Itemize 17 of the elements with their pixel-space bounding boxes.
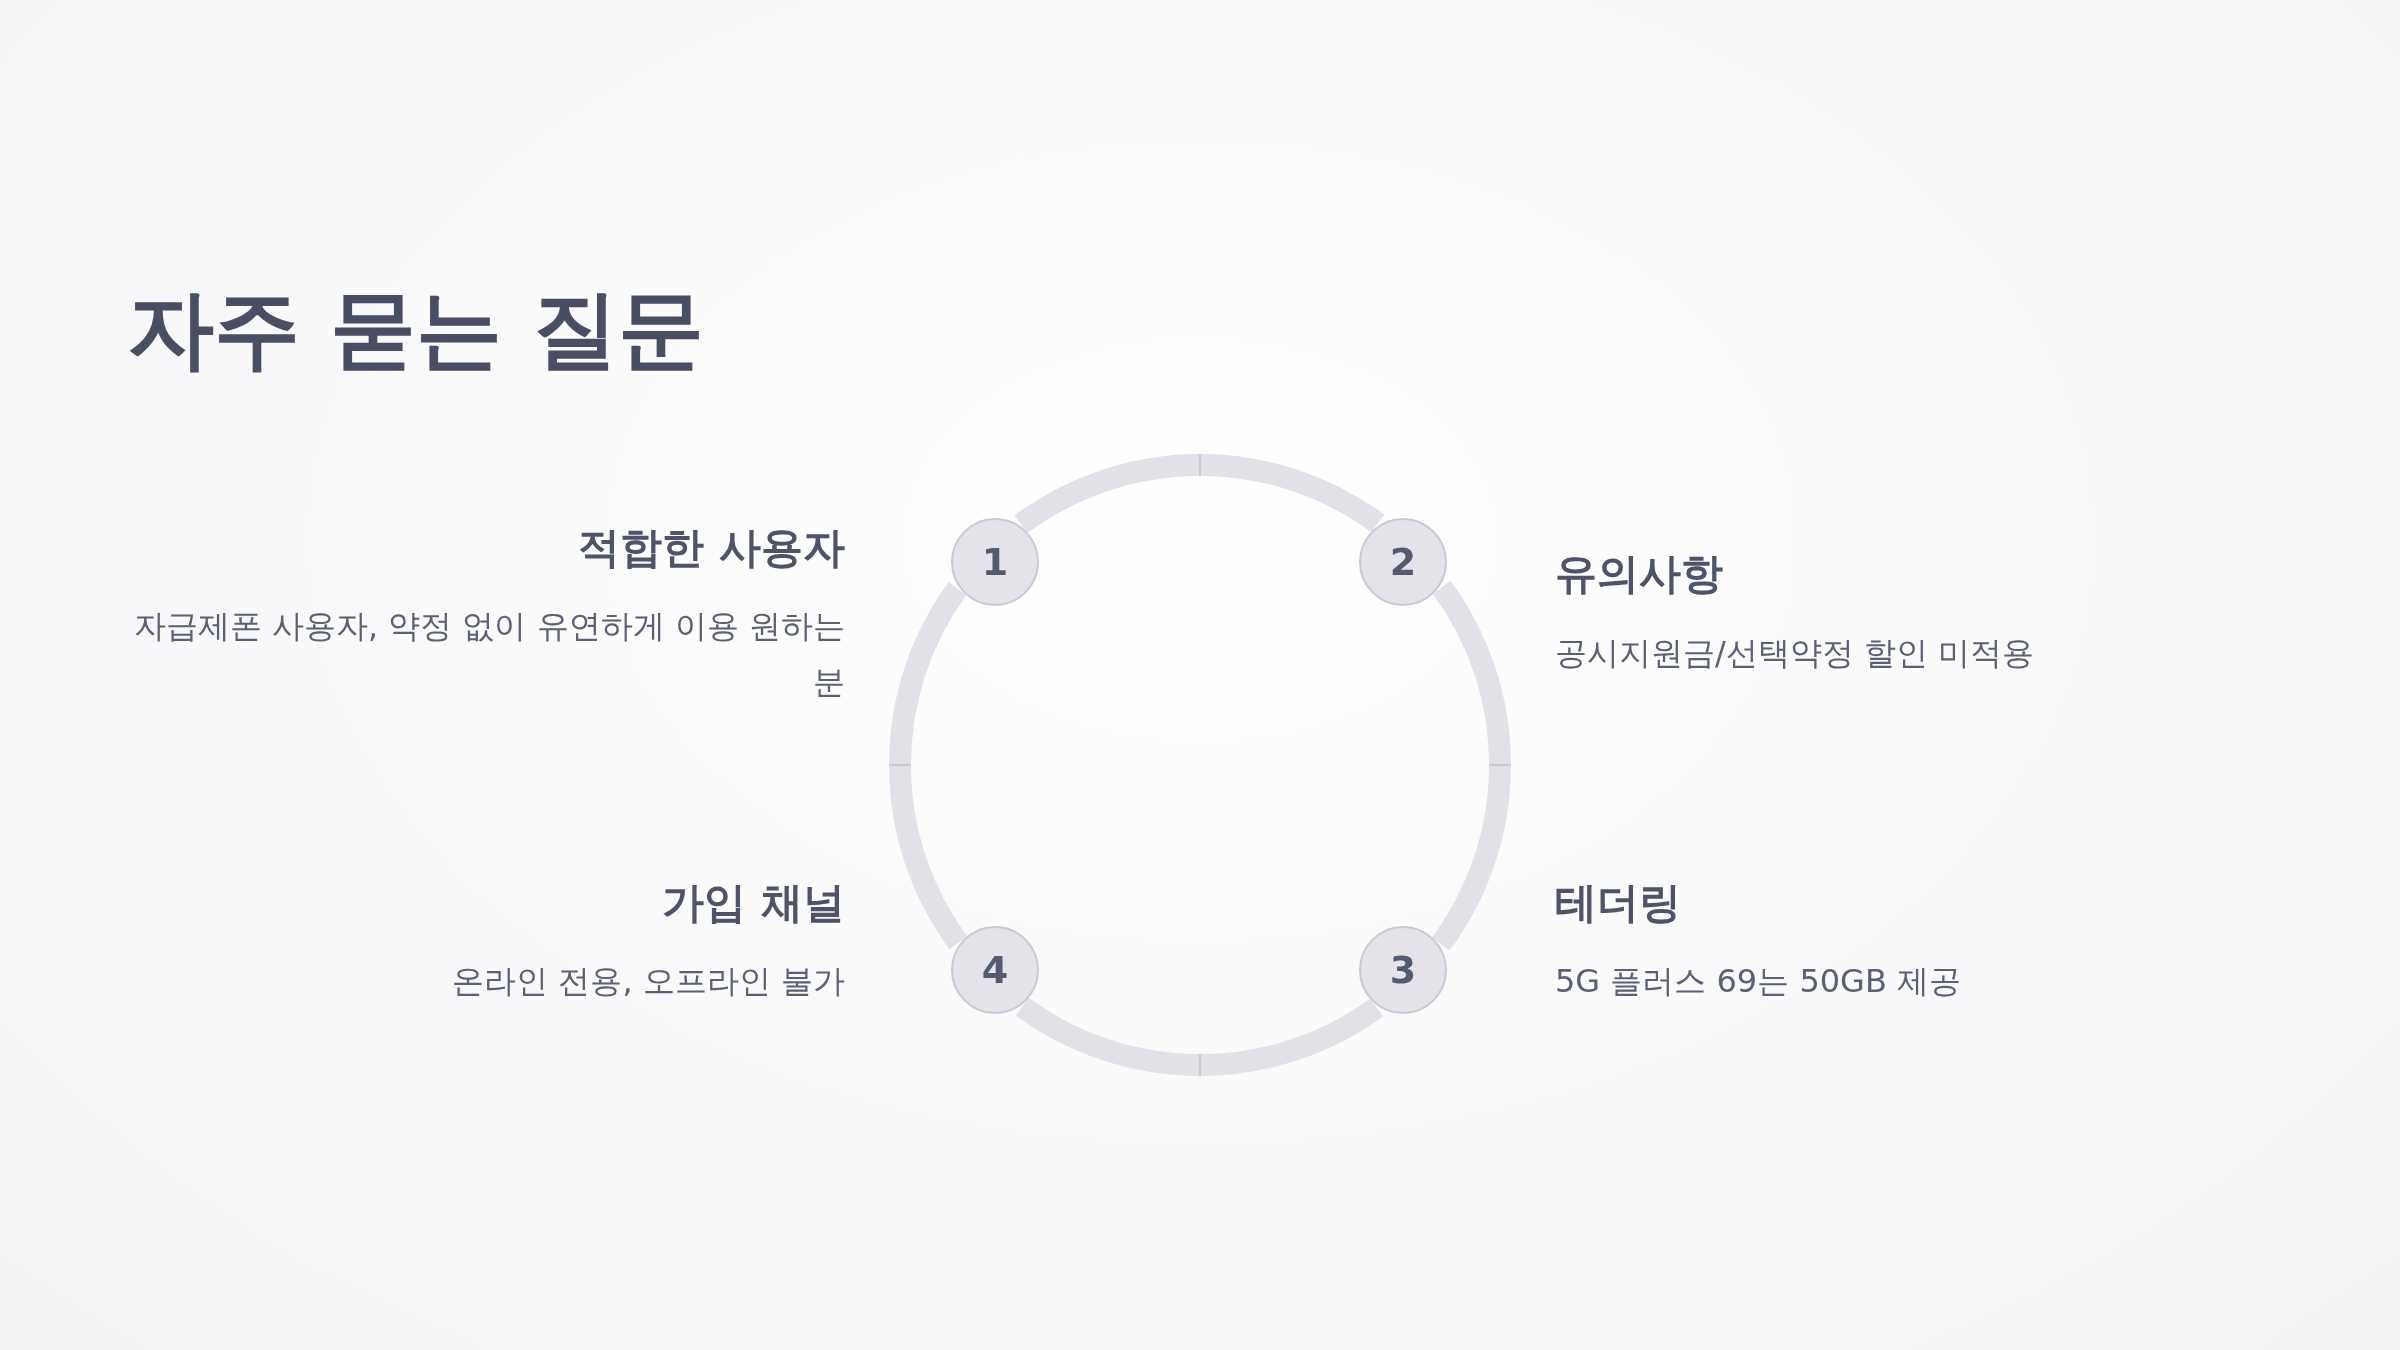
number-circle: 3	[1359, 926, 1447, 1014]
item-description: 온라인 전용, 오프라인 불가	[452, 962, 845, 1000]
item-description: 5G 플러스 69는 50GB 제공	[1555, 962, 1962, 1000]
item-heading: 유의사항	[1555, 549, 1723, 598]
number-circle: 1	[951, 518, 1039, 606]
item-heading: 테더링	[1555, 878, 1681, 927]
item-heading: 적합한 사용자	[578, 523, 845, 572]
ring-arc	[1016, 997, 1383, 1076]
ring-arc	[1431, 581, 1511, 950]
ring-arc	[1015, 454, 1384, 534]
title: 자주 묻는 질문	[128, 278, 704, 381]
number-circle: 2	[1359, 518, 1447, 606]
item-description: 자급제폰 사용자, 약정 없이 유연하게 이용 원하는 분	[133, 607, 845, 701]
number-circle: 4	[951, 926, 1039, 1014]
item-heading: 가입 채널	[662, 878, 845, 927]
item-description: 공시지원금/선택약정 할인 미적용	[1555, 634, 2035, 672]
ring-arc	[889, 582, 968, 949]
